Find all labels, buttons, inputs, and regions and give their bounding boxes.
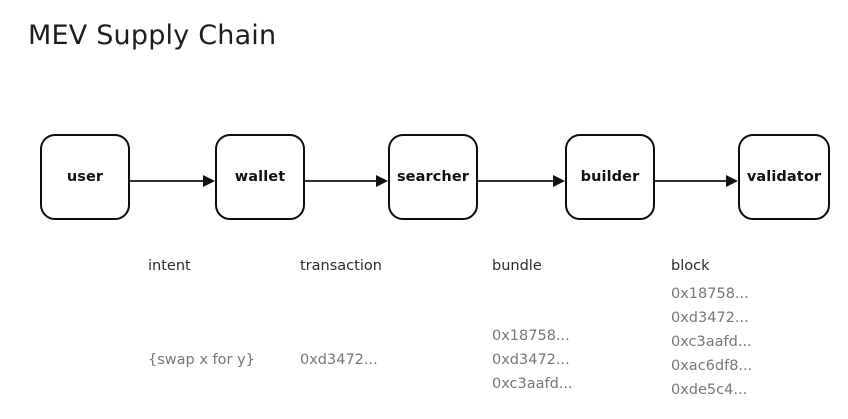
payload-list-bundle: 0x18758... 0xd3472... 0xc3aafd... <box>492 324 573 396</box>
edge-column-transaction: transaction 0xd3472... <box>300 258 382 368</box>
payload-item: 0xd3472... <box>671 310 749 326</box>
payload-item: 0x18758... <box>671 286 749 302</box>
payload-list-intent: {swap x for y} <box>148 348 255 372</box>
node-label-searcher: searcher <box>396 169 470 185</box>
node-label-user: user <box>66 169 104 185</box>
edge-column-bundle: bundle 0x18758... 0xd3472... 0xc3aafd... <box>492 258 573 392</box>
page-title: MEV Supply Chain <box>28 20 277 51</box>
node-searcher[interactable]: searcher <box>388 134 478 220</box>
payload-item: 0xc3aafd... <box>671 334 752 350</box>
payload-list-transaction: 0xd3472... <box>300 348 378 372</box>
edge-column-block: block 0x18758... 0xd3472... 0xc3aafd... … <box>671 258 752 398</box>
node-label-validator: validator <box>746 169 822 185</box>
edge-label-transaction: transaction <box>300 258 382 274</box>
payload-item: 0xac6df8... <box>671 358 753 374</box>
arrow-user-to-wallet <box>130 175 215 187</box>
flow-chain: user wallet searcher builder validator <box>0 134 848 222</box>
arrow-wallet-to-searcher <box>305 175 388 187</box>
node-wallet[interactable]: wallet <box>215 134 305 220</box>
payload-item: 0xc3aafd... <box>492 376 573 392</box>
payload-item: {swap x for y} <box>148 352 255 368</box>
node-label-builder: builder <box>580 169 640 185</box>
payload-list-block: 0x18758... 0xd3472... 0xc3aafd... 0xac6d… <box>671 282 752 402</box>
edge-label-bundle: bundle <box>492 258 542 274</box>
edge-label-intent: intent <box>148 258 191 274</box>
payload-item: 0xd3472... <box>492 352 570 368</box>
edge-label-block: block <box>671 258 710 274</box>
arrow-builder-to-validator <box>655 175 738 187</box>
payload-item: 0xde5c4... <box>671 382 748 398</box>
node-user[interactable]: user <box>40 134 130 220</box>
arrow-searcher-to-builder <box>478 175 565 187</box>
payload-item: 0xd3472... <box>300 352 378 368</box>
payload-item: 0x18758... <box>492 328 570 344</box>
edge-column-intent: intent {swap x for y} <box>148 258 255 368</box>
node-validator[interactable]: validator <box>738 134 830 220</box>
node-builder[interactable]: builder <box>565 134 655 220</box>
node-label-wallet: wallet <box>234 169 286 185</box>
